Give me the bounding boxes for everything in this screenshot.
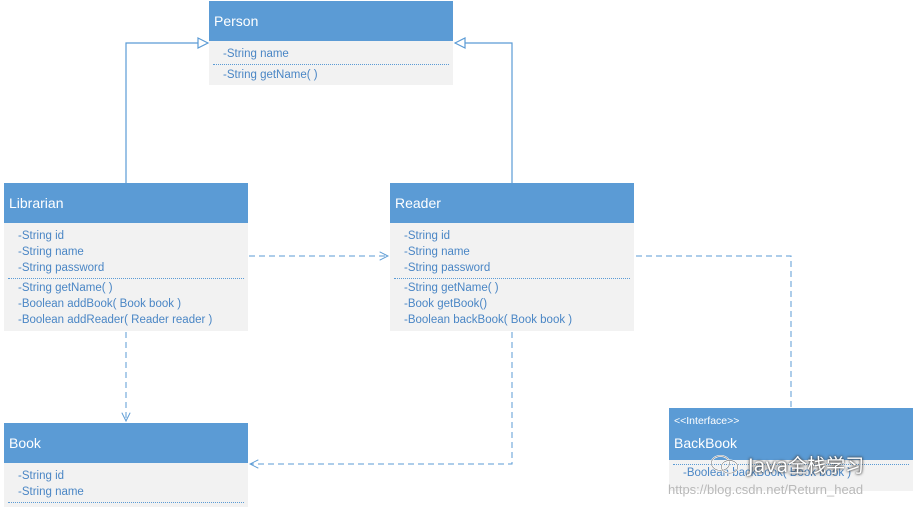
attribute: -String id <box>18 230 65 242</box>
attribute: -String name <box>223 48 289 60</box>
divider <box>673 464 909 465</box>
class-librarian-title: Librarian <box>4 183 248 223</box>
method: -String getName( ) <box>18 282 113 294</box>
class-book-title: Book <box>4 423 248 463</box>
class-book: Book -String id -String name <box>4 423 248 507</box>
method: -Book getBook() <box>404 298 488 310</box>
class-book-attributes: -String id -String name <box>4 463 248 502</box>
watermark-text: Java全栈学习 <box>748 455 865 477</box>
class-person-title: Person <box>209 1 453 41</box>
watermark-url: https://blog.csdn.net/Return_head <box>668 482 864 497</box>
class-reader: Reader -String id -String name -String p… <box>390 183 634 331</box>
divider <box>213 64 449 65</box>
librarian-inherits-person <box>125 43 208 183</box>
divider <box>394 278 630 279</box>
class-librarian-methods: -String getName( ) -Boolean addBook( Boo… <box>4 279 248 332</box>
class-reader-title: Reader <box>390 183 634 223</box>
method: -Boolean addReader( Reader reader ) <box>18 314 213 326</box>
attribute: -String id <box>404 230 451 242</box>
method: -Boolean backBook( Book book ) <box>404 314 573 326</box>
class-reader-attributes: -String id -String name -String password <box>390 223 634 278</box>
method: -Boolean addBook( Book book ) <box>18 298 182 310</box>
attribute: -String name <box>18 486 84 498</box>
attribute: -String name <box>404 246 470 258</box>
class-person-methods: -String getName( ) <box>209 65 453 87</box>
reader-uses-book <box>250 332 513 464</box>
class-librarian: Librarian -String id -String name -Strin… <box>4 183 248 331</box>
divider <box>8 502 244 503</box>
attribute: -String id <box>18 470 65 482</box>
interface-stereotype: <<Interface>> <box>674 415 740 427</box>
wechat-icon <box>710 455 739 475</box>
class-reader-methods: -String getName( ) -Book getBook() -Bool… <box>390 279 634 332</box>
reader-realizes-backbook <box>636 255 792 407</box>
attribute: -String password <box>18 262 105 274</box>
class-person: Person -String name -String getName( ) <box>209 1 453 85</box>
reader-inherits-person <box>455 43 513 183</box>
attribute: -String name <box>18 246 84 258</box>
interface-backbook-title: BackBook <box>674 435 738 451</box>
method: -String getName( ) <box>404 282 499 294</box>
interface-backbook-header: <<Interface>> BackBook <box>669 408 913 460</box>
class-librarian-attributes: -String id -String name -String password <box>4 223 248 278</box>
attribute: -String password <box>404 262 491 274</box>
class-person-attributes: -String name <box>209 41 453 64</box>
divider <box>8 278 244 279</box>
method: -String getName( ) <box>223 69 318 81</box>
interface-backbook: <<Interface>> BackBook -Boolean backBook… <box>669 408 913 491</box>
